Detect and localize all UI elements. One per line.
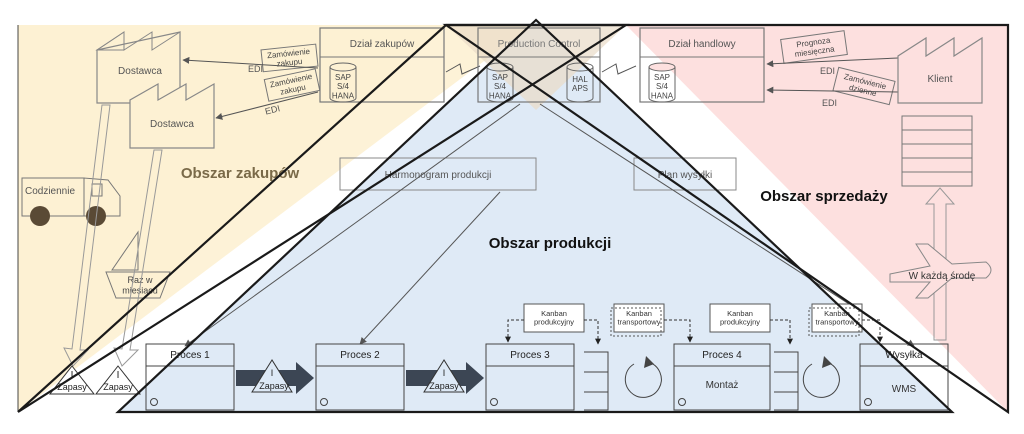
daily-order-note: Zamówieniedzienne [832, 66, 896, 106]
edi-link-pc-right [601, 63, 637, 75]
inventory-supplier-2: I Zapasy [94, 365, 142, 395]
info-arrow-proces1 [184, 103, 521, 347]
supply-arrow-monthly [113, 149, 163, 367]
area-outlines [17, 18, 1010, 415]
push-arrow-2: I Zapasy [406, 359, 484, 394]
supply-arrow-daily [63, 104, 111, 367]
edi-label-purchasing-1: EDI [248, 64, 263, 74]
truck-label: Codziennie [25, 186, 75, 197]
process-1-label: Proces 1 [170, 350, 210, 361]
schedule-label: Harmonogram produkcji [385, 170, 492, 181]
process-4-label: Proces 4 [702, 350, 742, 361]
edi-label-sales-1: EDI [820, 66, 835, 76]
supermarket-2 [774, 351, 799, 411]
shipping-label: Wysyłka [885, 350, 923, 361]
process-3-label: Proces 3 [510, 350, 550, 361]
inventory-label: Zapasy [429, 381, 459, 391]
svg-text:I: I [117, 370, 120, 381]
supplier-factory-1: Dostawca [95, 31, 181, 104]
production-control-area [446, 25, 626, 110]
airplane-label: W każdą środę [909, 271, 976, 282]
process-3-box: Proces 3 [485, 343, 575, 411]
order-arrow-1 [182, 56, 319, 69]
customer-stack [901, 115, 973, 187]
edi-label-purchasing-2: EDI [264, 103, 281, 116]
svg-text:I: I [271, 368, 274, 378]
sales-area [626, 25, 1008, 412]
info-arrow-proces2 [359, 191, 501, 345]
sales-area-label: Obszar sprzedaży [760, 188, 888, 205]
supermarket-1 [584, 351, 609, 411]
inventory-supplier-1: I Zapasy [48, 365, 96, 395]
purchase-order-note-2: Zamówieniezakupu [263, 68, 321, 102]
purchase-order-note-1: Zamówieniezakupu [260, 43, 319, 73]
svg-text:I: I [71, 370, 74, 381]
customer-factory: Klient [897, 36, 983, 104]
order-arrow-2 [215, 91, 319, 120]
inventory-label: Zapasy [259, 381, 289, 391]
withdrawal-loop-1 [624, 356, 662, 398]
forecast-arrow [766, 57, 899, 68]
inventory-label: Zapasy [57, 382, 87, 392]
push-arrow-1: I Zapasy [236, 359, 314, 394]
inventory-label: Zapasy [103, 382, 133, 392]
withdrawal-loop-2 [802, 356, 840, 398]
daily-order-arrow [766, 86, 899, 94]
kanban-loops [505, 319, 883, 345]
airplane: W każdą środę [889, 243, 992, 299]
purchasing-area-label: Obszar zakupów [181, 165, 300, 182]
svg-text:I: I [443, 368, 446, 378]
supplier-2-label: Dostawca [150, 119, 194, 130]
purchasing-dept-title: Dział zakupów [350, 39, 415, 50]
process-4-box: Proces 4 Montaż [673, 343, 771, 411]
edi-label-sales-2: EDI [822, 98, 837, 108]
sales-dept-title: Dział handlowy [668, 39, 735, 50]
wms-label: WMS [892, 384, 917, 395]
production-area-label: Obszar produkcji [489, 235, 612, 252]
supplier-1-label: Dostawca [118, 66, 162, 77]
delivery-arrow [924, 187, 956, 341]
truck: Codziennie [21, 177, 121, 226]
dispatch-plan-label: Plan wysyłki [658, 170, 712, 181]
schedule-box: Harmonogram produkcji [339, 157, 537, 191]
edi-link-pc-left [445, 63, 481, 75]
process-2-box: Proces 2 [315, 343, 405, 411]
customer-label: Klient [927, 74, 952, 85]
assembly-label: Montaż [706, 380, 739, 391]
purchase-order-note-1-label: Zamówieniezakupu [267, 47, 312, 70]
process-2-label: Proces 2 [340, 350, 380, 361]
production-control-title: Production Control [498, 39, 581, 50]
forecast-note: Prognozamiesięczna [780, 30, 848, 64]
supplier-factory-2: Dostawca [129, 82, 215, 149]
